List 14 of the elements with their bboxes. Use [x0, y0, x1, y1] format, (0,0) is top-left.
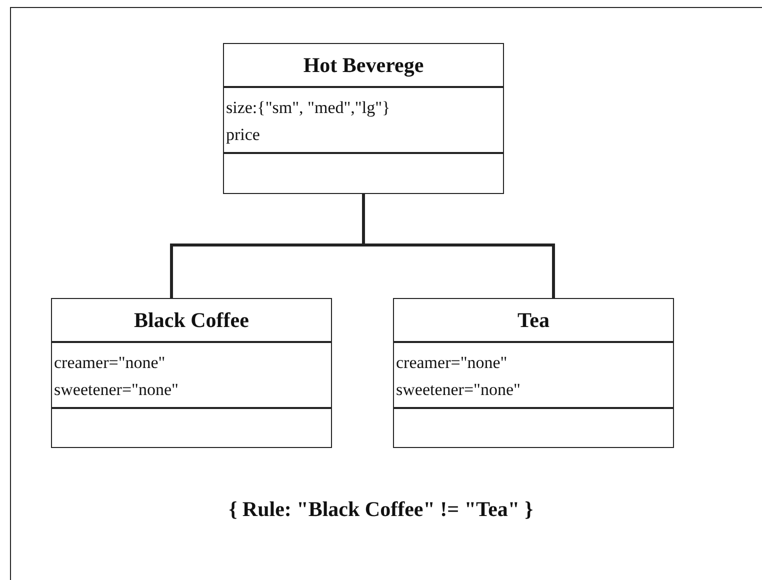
class-box — [51, 298, 332, 448]
attribute-text: sweetener="none" — [396, 379, 520, 401]
attribute-text: creamer="none" — [54, 352, 166, 374]
connector-line — [362, 194, 555, 298]
class-name: Black Coffee — [134, 308, 249, 332]
attribute-text: size:{"sm", "med","lg"} — [226, 97, 390, 119]
attribute-text: price — [226, 124, 260, 146]
class-box — [393, 298, 674, 448]
attribute-text: sweetener="none" — [54, 379, 178, 401]
class-name: Tea — [518, 308, 550, 332]
class-name: Hot Beverege — [303, 52, 424, 78]
class-box — [223, 43, 504, 194]
constraint-text: { Rule: "Black Coffee" != "Tea" } — [228, 497, 534, 522]
attribute-text: creamer="none" — [396, 352, 508, 374]
